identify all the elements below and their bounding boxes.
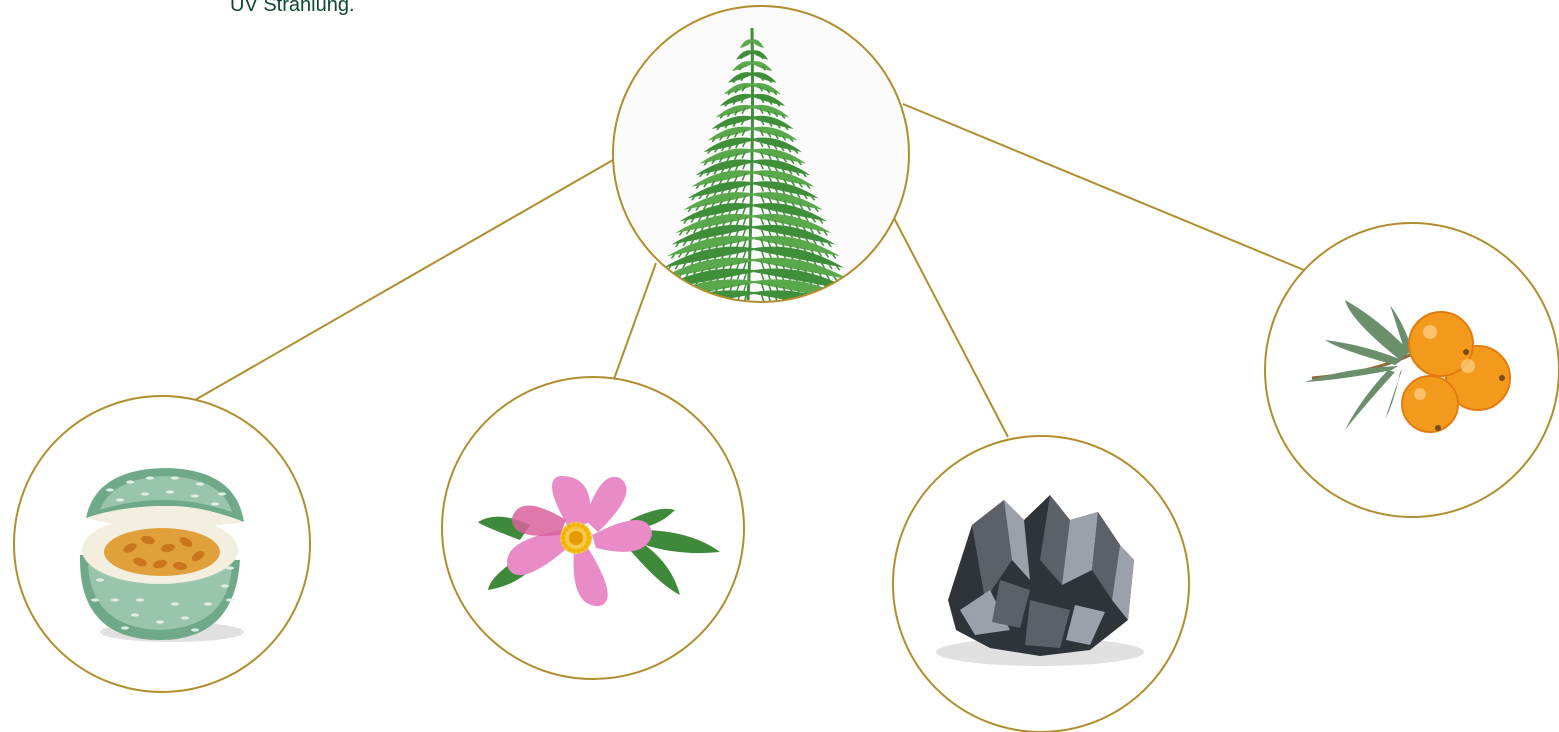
- connector-fern-buckthorn: [903, 104, 1304, 270]
- node-rose: [442, 377, 744, 679]
- connector-fern-melon: [195, 160, 613, 400]
- node-fern: [613, 6, 909, 317]
- node-melon: [14, 396, 310, 692]
- connector-fern-rose: [614, 263, 656, 379]
- node-buckthorn: [1265, 223, 1559, 517]
- melon-fruit-icon: [80, 468, 244, 642]
- node-mineral: [893, 436, 1189, 732]
- connector-fern-mineral: [894, 218, 1008, 437]
